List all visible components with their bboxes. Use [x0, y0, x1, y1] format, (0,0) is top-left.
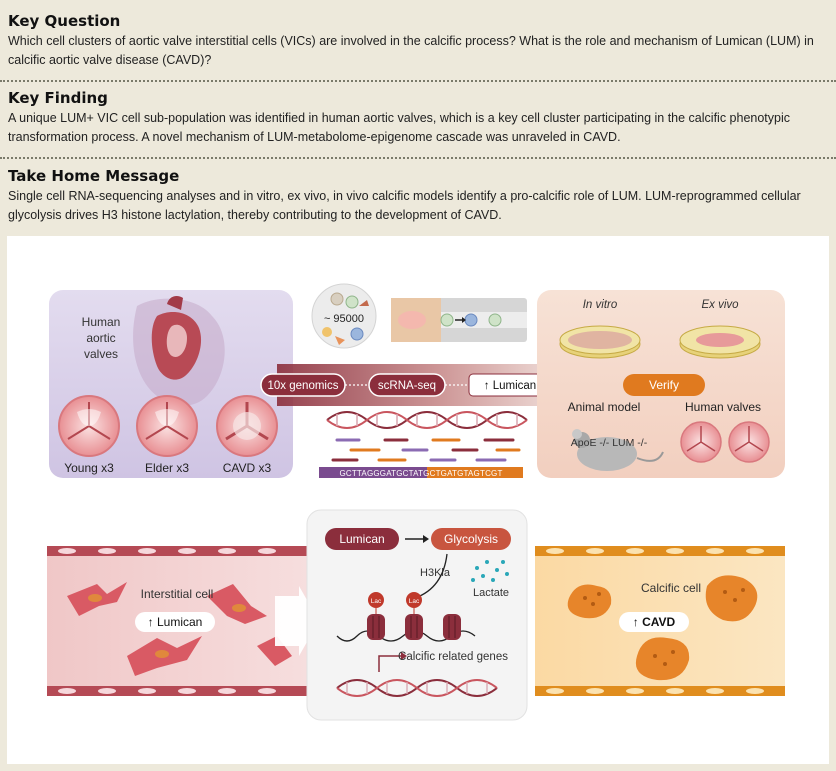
calcific-wall-bottom: [535, 686, 785, 696]
key-finding-title: Key Finding: [8, 89, 108, 107]
transcription-arrow-head: [401, 652, 407, 660]
in-vitro-label: In vitro: [583, 299, 618, 311]
genomics-label: 10x genomics: [268, 380, 339, 392]
cell-count: ~ 95000: [324, 313, 364, 325]
dna-helix-icon: [326, 411, 528, 429]
key-question-text: Which cell clusters of aortic valve inte…: [8, 34, 814, 67]
vessel-wall-cells: [58, 548, 276, 694]
mech-glycolysis-pill: [431, 528, 511, 550]
lumican-up-label: ↑ Lumican: [484, 380, 536, 392]
verify-label: Verify: [649, 378, 679, 392]
lac-tag-2: [406, 592, 422, 614]
human-label-2: aortic: [86, 331, 115, 345]
nucleosomes: [336, 614, 476, 642]
sequence-text: GCTTAGGGATGCTATGCTGATGTAGTCGT: [339, 469, 502, 478]
valve-elder: [136, 395, 198, 457]
microfluidics-illustration: [391, 298, 527, 342]
heart-illustration: [133, 296, 225, 406]
key-finding-section: Key Finding A unique LUM+ VIC cell sub-p…: [8, 89, 828, 147]
mouse-icon: [572, 429, 664, 471]
take-home-text: Single cell RNA-sequencing analyses and …: [8, 189, 801, 222]
cavd-badge-label: ↑ CAVD: [633, 615, 676, 629]
human-label-3: valves: [84, 347, 118, 361]
calcific-deposits: [583, 588, 745, 666]
scrna-label: scRNA-seq: [378, 380, 436, 392]
calcific-wall-top: [535, 546, 785, 556]
cell-cluster-illustration: [311, 283, 377, 349]
section-divider: [0, 157, 836, 159]
human-label-1: Human: [82, 315, 121, 329]
mech-glycolysis-label: Glycolysis: [444, 532, 498, 546]
mech-lumican-label: Lumican: [339, 532, 384, 546]
sequencing-reads: [331, 438, 521, 462]
sequence-bar: [319, 467, 523, 478]
lac-tag-2-label: Lac: [409, 598, 420, 605]
take-home-section: Take Home Message Single cell RNA-sequen…: [8, 167, 828, 225]
take-home-title: Take Home Message: [8, 167, 180, 185]
young-label: Young x3: [64, 461, 114, 475]
ex-vivo-label: Ex vivo: [701, 299, 739, 311]
interstitial-cell-label: Interstitial cell: [141, 587, 214, 601]
graphical-abstract-svg: Human aortic valves Young x3 Elder x3 CA…: [47, 283, 785, 721]
interstitial-cells: [67, 582, 292, 676]
lactate-label: Lactate: [473, 587, 509, 599]
lactate-dots: [471, 560, 509, 582]
transcription-arrow: [378, 655, 403, 672]
h3kla-label: H3Kla: [420, 567, 451, 579]
lumican-badge: [135, 612, 215, 632]
mouse-model-label: ApoE -/- LUM -/-: [571, 437, 648, 449]
petri-dish-in-vitro: [559, 325, 641, 359]
elder-label: Elder x3: [145, 461, 189, 475]
calcific-genes-label: Calcific related genes: [398, 651, 508, 663]
petri-dish-ex-vivo: [679, 325, 761, 359]
calcific-cells: [567, 575, 758, 681]
lac-tag-1-label: Lac: [371, 598, 382, 605]
mech-lumican-pill: [325, 528, 399, 550]
human-valves-label: Human valves: [685, 400, 761, 414]
calcific-wall-cells: [546, 548, 764, 694]
verify-pill: [623, 374, 705, 396]
section-divider: [0, 80, 836, 82]
calcific-cell-label: Calcific cell: [641, 581, 701, 595]
sequence-bar-accent: [427, 467, 523, 478]
key-finding-text: A unique LUM+ VIC cell sub-population wa…: [8, 111, 791, 144]
cavd-badge: [619, 612, 689, 632]
mech-arrow-head: [423, 535, 429, 543]
cavd-label: CAVD x3: [223, 461, 272, 475]
graphical-abstract: Human aortic valves Young x3 Elder x3 CA…: [7, 236, 829, 764]
valve-cavd: [216, 395, 278, 457]
valve-icon-2: [728, 421, 770, 463]
key-question-title: Key Question: [8, 12, 121, 30]
key-question-section: Key Question Which cell clusters of aort…: [8, 12, 828, 70]
animal-model-label: Animal model: [568, 400, 641, 414]
valve-young: [58, 395, 120, 457]
lumican-badge-label: ↑ Lumican: [148, 615, 203, 629]
lac-tag-1: [368, 592, 384, 614]
gene-dna-helix: [336, 679, 498, 697]
valve-icon-1: [680, 421, 722, 463]
